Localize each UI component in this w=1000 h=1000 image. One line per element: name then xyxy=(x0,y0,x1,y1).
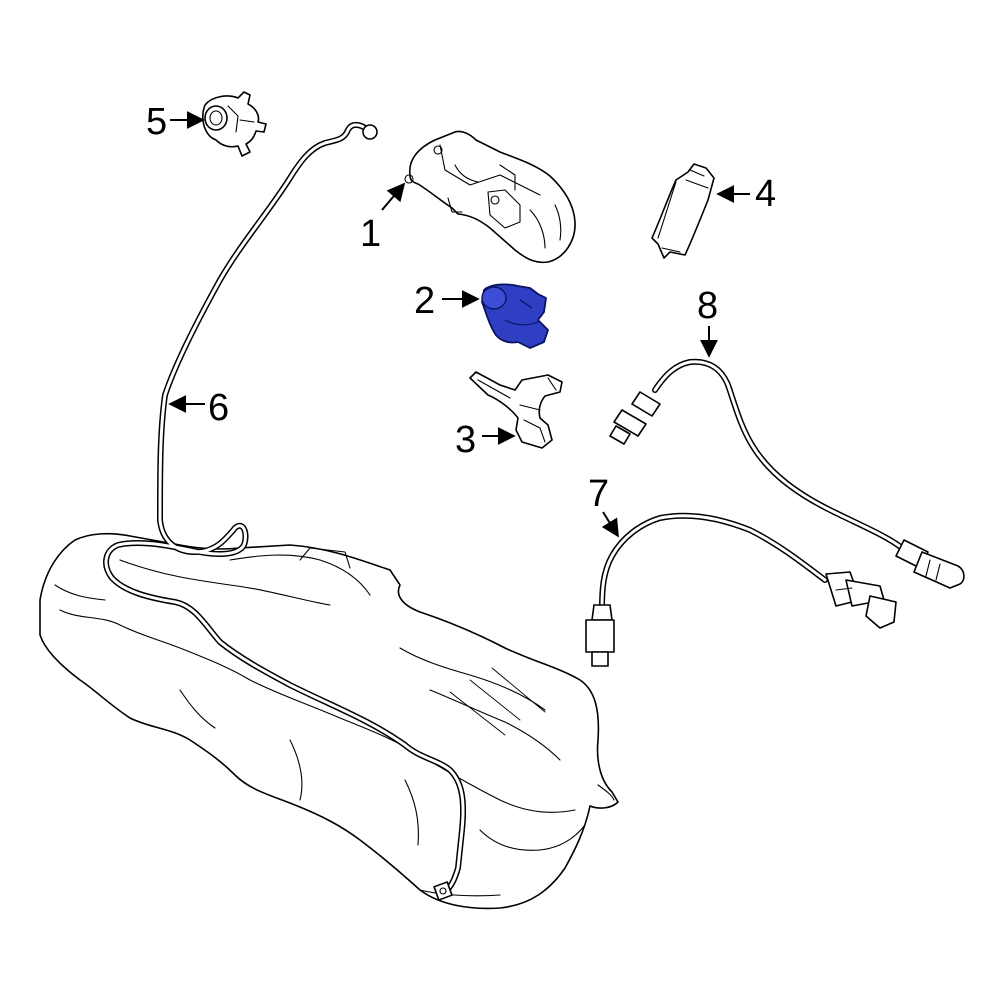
fuel-tank[interactable] xyxy=(39,532,619,910)
callout-5-label: 5 xyxy=(146,101,167,143)
sensor-part-4[interactable] xyxy=(651,163,715,259)
callout-1: 1 xyxy=(360,182,406,255)
valve-part-5[interactable] xyxy=(202,91,267,157)
callout-6-label: 6 xyxy=(208,387,229,429)
highlighted-part-2[interactable] xyxy=(481,283,549,349)
callout-6: 6 xyxy=(168,387,229,429)
callout-8-label: 8 xyxy=(697,285,718,327)
callout-7-label: 7 xyxy=(588,473,609,515)
callout-4-label: 4 xyxy=(755,173,776,215)
callout-7: 7 xyxy=(588,473,619,538)
callout-3-label: 3 xyxy=(455,419,476,461)
callout-4: 4 xyxy=(716,173,776,215)
oxygen-sensor-part-7[interactable] xyxy=(585,512,897,667)
fuel-line-hose[interactable] xyxy=(103,122,467,901)
callout-5: 5 xyxy=(146,101,205,143)
oxygen-sensor-part-8[interactable] xyxy=(609,358,965,589)
callout-8: 8 xyxy=(697,285,718,358)
bracket-part-3[interactable] xyxy=(469,371,563,449)
callout-2: 2 xyxy=(414,280,480,322)
callout-1-label: 1 xyxy=(360,213,381,255)
callout-3: 3 xyxy=(455,419,516,461)
callout-2-label: 2 xyxy=(414,280,435,322)
bracket-part-1[interactable] xyxy=(404,130,576,264)
